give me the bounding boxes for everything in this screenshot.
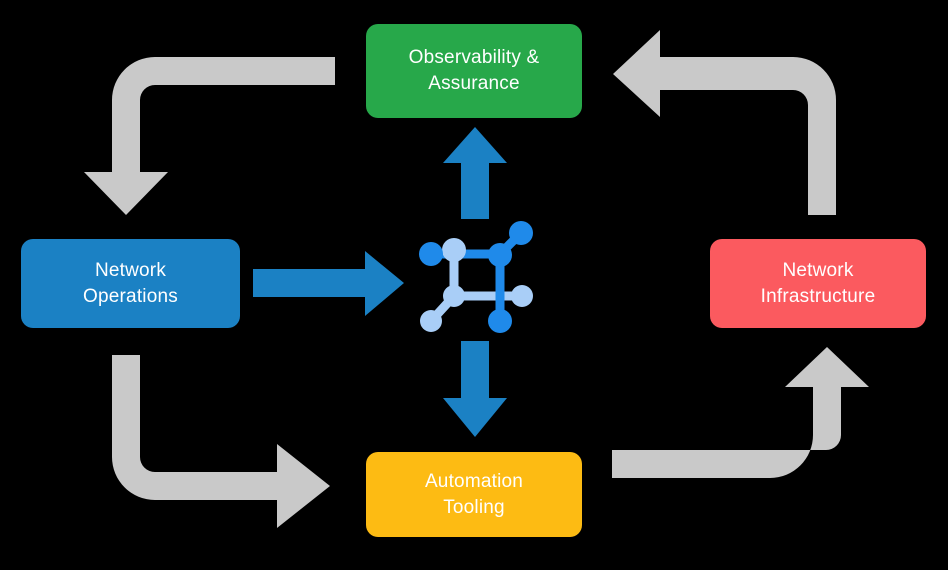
node-label-network-infrastructure: Network Infrastructure bbox=[760, 259, 876, 307]
elbow-arrow-down-icon bbox=[84, 57, 335, 215]
elbow-arrow-up-icon bbox=[612, 347, 869, 478]
node-label-network-operations: Network Operations bbox=[83, 259, 178, 307]
node-box-network-operations[interactable]: Network Operations bbox=[21, 239, 240, 328]
node-label-observability: Observability & Assurance bbox=[408, 47, 540, 94]
elbow-arrow-left-icon bbox=[613, 30, 836, 215]
node-label-automation-tooling: Automation Tooling bbox=[424, 470, 524, 518]
node-box-automation-tooling[interactable]: Automation Tooling bbox=[366, 452, 582, 537]
arrow-right-icon bbox=[253, 251, 404, 316]
node-box-observability[interactable]: Observability & Assurance bbox=[366, 24, 582, 118]
node-box-network-infrastructure[interactable]: Network Infrastructure bbox=[710, 239, 926, 328]
elbow-arrow-right-icon bbox=[112, 355, 330, 528]
arrow-up-icon bbox=[443, 127, 507, 219]
arrow-down-icon bbox=[443, 341, 507, 437]
network-topology-icon bbox=[419, 221, 533, 333]
